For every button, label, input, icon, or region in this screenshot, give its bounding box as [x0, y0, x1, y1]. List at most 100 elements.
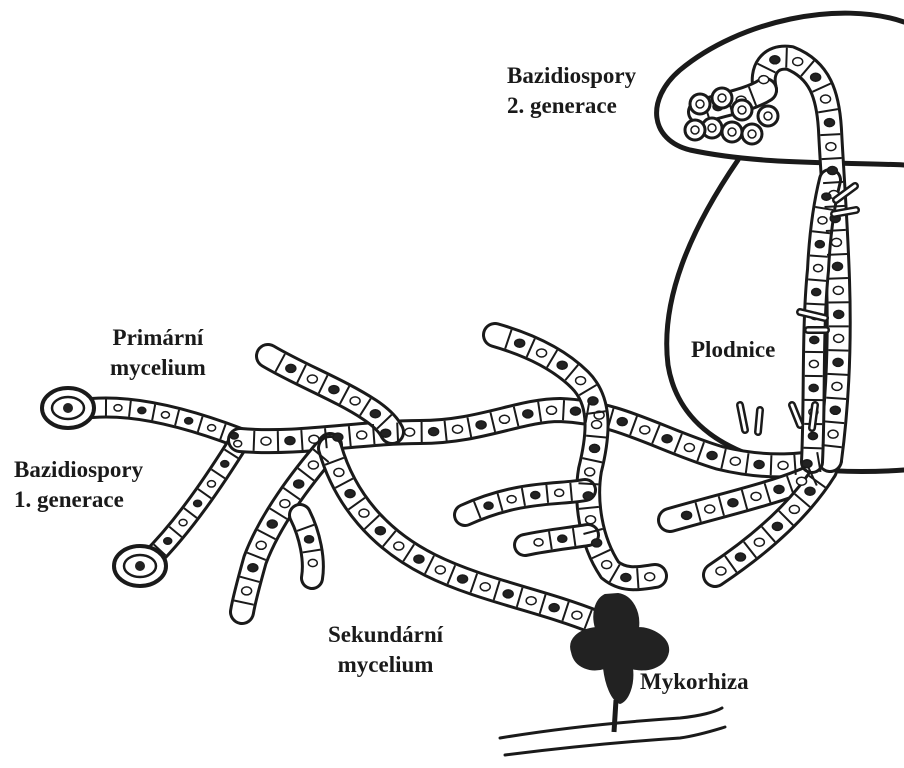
nucleus: [334, 468, 344, 476]
septum: [301, 430, 302, 450]
nucleus: [161, 412, 169, 418]
spore-icon: [732, 100, 752, 120]
label-line: Bazidiospory: [14, 455, 143, 485]
nucleus: [812, 288, 821, 295]
nucleus: [179, 519, 187, 525]
label-line: Sekundární: [328, 620, 443, 650]
nucleus: [414, 555, 424, 563]
label-mycorrhiza: Mykorhiza: [640, 667, 749, 697]
nucleus: [458, 575, 468, 583]
nucleus: [534, 539, 543, 546]
septum: [578, 483, 598, 484]
nucleus: [345, 490, 355, 498]
nucleus: [805, 487, 815, 495]
nucleus: [308, 559, 317, 566]
nucleus: [114, 405, 122, 411]
nucleus: [833, 286, 843, 294]
nucleus: [751, 492, 761, 500]
nucleus: [557, 361, 567, 369]
nucleus: [350, 397, 360, 405]
nucleus: [754, 460, 764, 468]
nucleus: [484, 502, 493, 509]
nucleus: [357, 431, 367, 439]
nucleus: [359, 509, 369, 517]
nucleus: [308, 461, 318, 469]
hypha-branch-small: [300, 515, 313, 578]
nucleus: [590, 444, 600, 452]
nucleus: [305, 536, 314, 543]
label-line: 2. generace: [507, 91, 636, 121]
nucleus: [621, 574, 631, 582]
nucleus: [558, 535, 567, 542]
nucleus: [429, 428, 439, 436]
nucleus: [814, 265, 823, 272]
nucleus: [592, 421, 602, 429]
nucleus: [230, 433, 238, 439]
nucleus: [452, 425, 462, 433]
hypha-twig-lumen: [758, 410, 760, 432]
nucleus: [716, 567, 726, 575]
nucleus: [480, 583, 490, 591]
nucleus: [833, 358, 843, 366]
nucleus: [234, 440, 242, 446]
nucleus: [808, 432, 817, 439]
nucleus: [833, 262, 843, 270]
spore-icon: [742, 124, 762, 144]
nucleus: [507, 496, 516, 503]
nucleus: [834, 310, 844, 318]
stipe-outline: [667, 160, 904, 472]
nucleus: [294, 480, 304, 488]
septum: [825, 206, 845, 207]
nucleus: [774, 485, 784, 493]
septum: [826, 398, 846, 399]
nucleus: [778, 461, 788, 469]
spore-icon: [114, 546, 166, 586]
nucleus: [827, 167, 837, 175]
septum: [786, 48, 787, 68]
nucleus: [793, 58, 803, 66]
nucleus: [818, 217, 827, 224]
nucleus: [307, 375, 317, 383]
septum: [820, 134, 840, 135]
nucleus: [547, 406, 557, 414]
nucleus: [705, 505, 715, 513]
nucleus: [515, 339, 525, 347]
nucleus: [329, 386, 339, 394]
spore-icon: [42, 388, 94, 428]
label-line: mycelium: [328, 650, 443, 680]
nucleus: [333, 433, 343, 441]
nucleus: [375, 527, 385, 535]
nucleus: [831, 238, 841, 246]
nucleus: [815, 241, 824, 248]
nucleus: [242, 587, 252, 595]
spore-icon: [685, 120, 705, 140]
septum: [771, 455, 772, 475]
root-line-upper: [500, 708, 722, 738]
septum: [823, 182, 843, 183]
septum: [828, 278, 848, 279]
label-basidiospores-1st-generation: Bazidiospory 1. generace: [14, 455, 143, 515]
nucleus: [832, 382, 842, 390]
nucleus: [248, 564, 258, 572]
septum: [804, 448, 822, 449]
septum: [828, 374, 848, 375]
nucleus: [194, 500, 202, 506]
spore-icon: [690, 94, 710, 114]
nucleus: [405, 428, 415, 436]
label-secondary-mycelium: Sekundární mycelium: [328, 620, 443, 680]
nucleus: [707, 452, 717, 460]
label-line: 1. generace: [14, 485, 143, 515]
nucleus: [286, 364, 296, 372]
nucleus: [662, 435, 672, 443]
nucleus: [583, 492, 593, 500]
label-basidiospores-2nd-generation: Bazidiospory 2. generace: [507, 61, 636, 121]
nucleus: [809, 360, 818, 367]
nucleus: [770, 56, 780, 64]
septum: [810, 256, 828, 257]
label-line: Bazidiospory: [507, 61, 636, 91]
septum: [827, 254, 847, 255]
septum: [807, 304, 825, 305]
nucleus: [381, 429, 391, 437]
nucleus: [728, 499, 738, 507]
